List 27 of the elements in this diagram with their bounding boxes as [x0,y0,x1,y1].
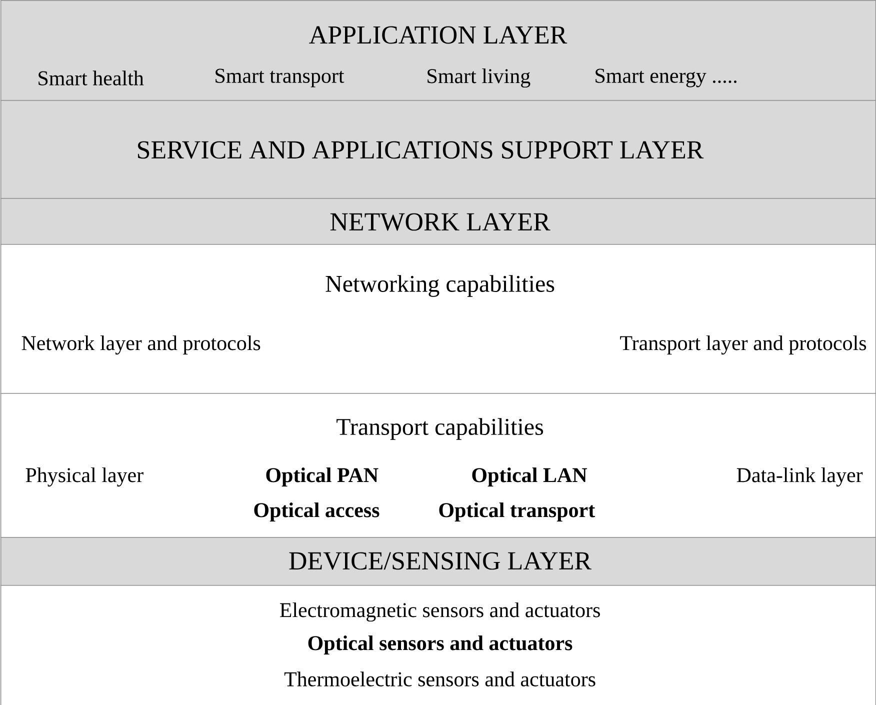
item-label: Smart energy ..... [596,68,736,88]
layer-band [0,585,876,705]
layer-title: APPLICATION LAYER [309,26,568,44]
item-label: Data-link layer [736,467,863,487]
item-label: Optical LAN [472,467,588,487]
item-label: Optical sensors and actuators [308,636,572,655]
item-label: Optical PAN [266,467,378,487]
layer-band [0,198,876,245]
layer-title: NETWORK LAYER [330,213,550,231]
item-label: Physical layer [26,467,144,487]
layer-band [0,393,876,538]
item-label: Smart living [428,68,530,88]
layer-title: SERVICE AND APPLICATIONS SUPPORT LAYER [138,141,704,159]
layer-band [0,537,876,586]
layer-band [0,0,876,101]
layer-band [0,244,876,394]
item-label: Transport layer and protocols [620,335,866,355]
item-label: Network layer and protocols [22,335,260,355]
item-label: Optical access [254,502,380,522]
item-label: Electromagnetic sensors and actuators [280,602,600,622]
section-title: Networking capabilities [326,275,554,297]
layer-title: DEVICE/SENSING LAYER [289,552,592,570]
item-label: Smart transport [216,68,344,88]
item-label: Smart health [38,70,144,86]
section-title: Transport capabilities [336,418,544,440]
item-label: Optical transport [439,502,596,522]
item-label: Thermoelectric sensors and actuators [284,672,596,686]
